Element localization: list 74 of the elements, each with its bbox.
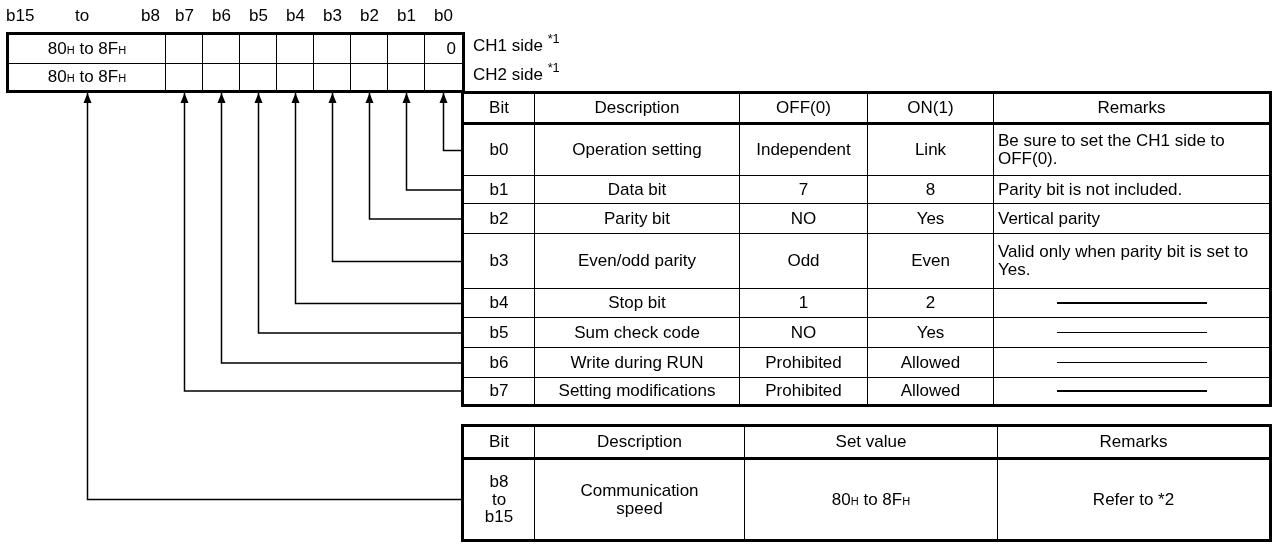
leader-arrow — [439, 92, 462, 152]
register-cell — [351, 35, 388, 64]
leader-arrow — [328, 92, 462, 263]
leader-arrow — [217, 92, 462, 364]
channel-label: CH1 side $^{*1}$ — [473, 36, 560, 56]
leader-arrow — [180, 92, 462, 392]
register-cell — [203, 64, 240, 93]
leader-arrow — [365, 92, 462, 220]
bit-cell: b6 — [461, 348, 535, 378]
leader-arrow — [291, 92, 462, 305]
table-cell: Even/odd parity — [535, 234, 740, 289]
table-cell: Prohibited — [740, 348, 868, 378]
header-cell: Bit — [461, 427, 535, 460]
table-cell: Even — [868, 234, 994, 289]
channel-label: CH2 side $^{*1}$ — [473, 65, 560, 85]
table-cell: Allowed — [868, 348, 994, 378]
table-cell: Independent — [740, 125, 868, 176]
table-cell: 1 — [740, 289, 868, 318]
header-cell: ON(1) — [868, 94, 994, 125]
table-cell: Data bit — [535, 176, 740, 204]
header-cell: Bit — [461, 94, 535, 125]
bit-label: b1 — [397, 6, 416, 26]
register-cell — [166, 35, 203, 64]
register-cell — [388, 35, 425, 64]
bit-label: b7 — [175, 6, 194, 26]
table-cell: Yes — [868, 204, 994, 234]
header-cell: Description — [535, 94, 740, 125]
register-cell — [240, 64, 277, 93]
table-cell: 2 — [868, 289, 994, 318]
table-cell: Stop bit — [535, 289, 740, 318]
table-cell: 7 — [740, 176, 868, 204]
table-cell: NO — [740, 204, 868, 234]
table-cell: Link — [868, 125, 994, 176]
table-cell: NO — [740, 318, 868, 348]
bit-cell: b7 — [461, 378, 535, 404]
bit-label: b3 — [323, 6, 342, 26]
register-cell — [351, 64, 388, 93]
leader-arrow — [402, 92, 462, 191]
register-cell — [203, 35, 240, 64]
bit-label: to — [74, 6, 90, 26]
register-cell — [314, 35, 351, 64]
table-cell: Parity bit — [535, 204, 740, 234]
table-cell: Operation setting — [535, 125, 740, 176]
register-cell — [240, 35, 277, 64]
bit-label: b2 — [360, 6, 379, 26]
register-cell — [277, 35, 314, 64]
header-cell: Description — [535, 427, 745, 460]
bit-cell: b1 — [461, 176, 535, 204]
table-cell: Yes — [868, 318, 994, 348]
bit-label: b8 — [141, 6, 160, 26]
register-cell — [166, 64, 203, 93]
bit-cell: b2 — [461, 204, 535, 234]
bit-label: b0 — [434, 6, 453, 26]
bit-cell: b8 to b15 — [461, 460, 535, 539]
leader-arrow — [83, 92, 462, 501]
table-cell: Odd — [740, 234, 868, 289]
register-cell — [314, 64, 351, 93]
bit-cell: b3 — [461, 234, 535, 289]
bit-cell: b4 — [461, 289, 535, 318]
leader-arrow — [254, 92, 462, 334]
bit-label: b15 — [6, 6, 35, 26]
header-cell: Set value — [745, 427, 998, 460]
register-cell — [388, 64, 425, 93]
table-cell: Sum check code — [535, 318, 740, 348]
bit-cell: b0 — [461, 125, 535, 176]
table-cell: Write during RUN — [535, 348, 740, 378]
header-cell: OFF(0) — [740, 94, 868, 125]
bit-label: b6 — [212, 6, 231, 26]
bit-label: b5 — [249, 6, 268, 26]
bit-cell: b5 — [461, 318, 535, 348]
register-cell: 0 — [425, 35, 462, 64]
bit-label: b4 — [286, 6, 305, 26]
table-cell: 8 — [868, 176, 994, 204]
register-cell — [277, 64, 314, 93]
